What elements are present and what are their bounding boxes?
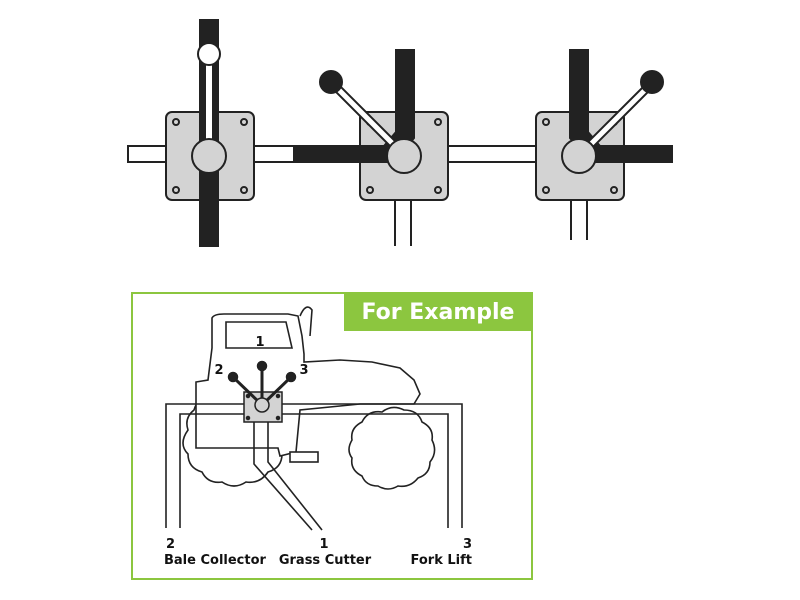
output-label-grass-cutter: Grass Cutter xyxy=(279,553,372,568)
hydraulic-lines xyxy=(165,403,463,531)
active-pipe-left xyxy=(293,145,361,163)
output-number-grass-cutter: 1 xyxy=(319,537,328,552)
output-number-fork-lift: 3 xyxy=(463,537,472,552)
mini-valve-hub xyxy=(254,397,270,413)
valve-2 xyxy=(319,70,449,201)
mini-knob-1 xyxy=(256,360,268,372)
valve2-top-pipe xyxy=(395,49,415,113)
lever-knob[interactable] xyxy=(319,70,343,94)
mini-knob-3 xyxy=(285,371,297,383)
output-label-bale-collector: Bale Collector xyxy=(164,553,267,568)
front-wheel xyxy=(348,406,436,490)
active-pipe-right xyxy=(621,145,673,163)
valve-row xyxy=(127,19,673,247)
valve2-bottom-pipe xyxy=(394,198,412,246)
exhaust-pipe xyxy=(299,306,313,337)
example-panel: For Example xyxy=(131,292,533,580)
valve-3 xyxy=(535,70,664,201)
banner xyxy=(344,293,532,331)
lever-number-2: 2 xyxy=(214,363,223,378)
lever-knob[interactable] xyxy=(640,70,664,94)
valve-1 xyxy=(165,42,255,201)
banner-title: For Example xyxy=(362,300,515,325)
mini-valve xyxy=(227,360,297,423)
cab-window xyxy=(225,321,294,349)
valve3-top-pipe xyxy=(569,49,589,113)
valve-hub xyxy=(561,138,597,174)
valve3-bottom-pipe xyxy=(570,198,588,240)
valve-hub xyxy=(191,138,227,174)
lever-number-1: 1 xyxy=(255,335,264,350)
output-number-bale-collector: 2 xyxy=(166,537,175,552)
output-label-fork-lift: Fork Lift xyxy=(411,553,472,568)
lever-knob[interactable] xyxy=(197,42,221,66)
lever-number-3: 3 xyxy=(299,363,308,378)
valve1-bottom-pipe xyxy=(199,197,219,247)
valve-hub xyxy=(386,138,422,174)
mini-knob-2 xyxy=(227,371,239,383)
